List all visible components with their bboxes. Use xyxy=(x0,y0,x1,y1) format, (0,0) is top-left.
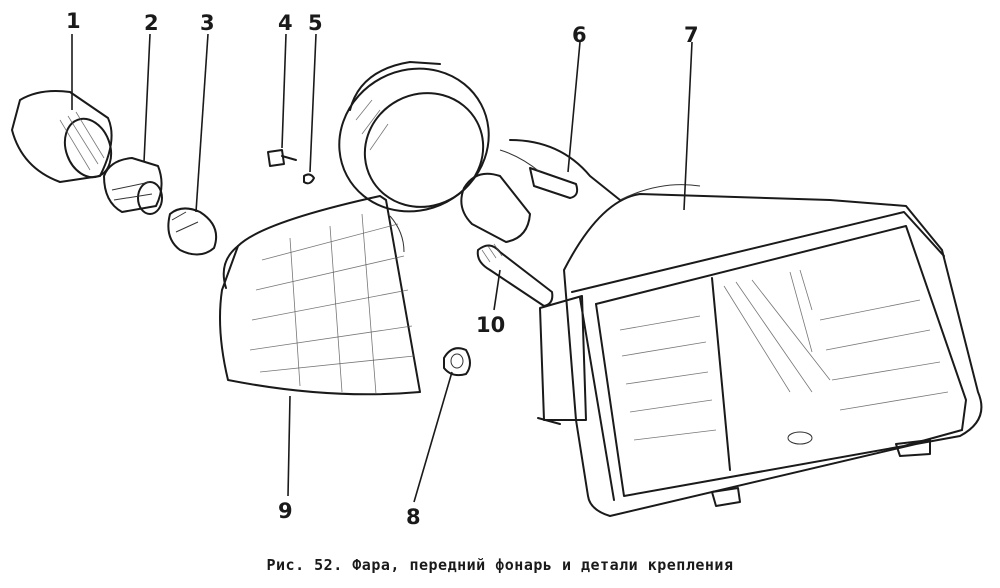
callout-8: 8 xyxy=(406,505,421,529)
callout-2: 2 xyxy=(144,11,159,35)
part-3-small-bulb xyxy=(167,207,218,256)
callout-5: 5 xyxy=(308,11,323,35)
callout-3: 3 xyxy=(200,11,215,35)
part-2-bulb-socket xyxy=(103,157,163,215)
part-7-headlamp-assembly xyxy=(537,184,983,517)
callout-10: 10 xyxy=(476,313,505,337)
callout-7: 7 xyxy=(684,23,699,47)
callout-9: 9 xyxy=(278,499,293,523)
callout-6: 6 xyxy=(572,23,587,47)
leader-lines xyxy=(71,33,693,503)
part-4-screw xyxy=(267,149,297,167)
part-8-grommet xyxy=(443,347,471,377)
figure-caption: Рис. 52. Фара, передний фонарь и детали … xyxy=(266,556,734,574)
headlamp-mounting-ring xyxy=(338,61,490,213)
part-10-adjusting-screw xyxy=(476,243,554,307)
part-6-headlamp-bulb xyxy=(460,139,621,243)
part-5-washer xyxy=(303,173,315,185)
callout-4: 4 xyxy=(278,11,293,35)
part-9-front-lamp xyxy=(219,195,421,396)
part-1-bulb-cap xyxy=(11,90,113,183)
callout-1: 1 xyxy=(66,9,81,33)
